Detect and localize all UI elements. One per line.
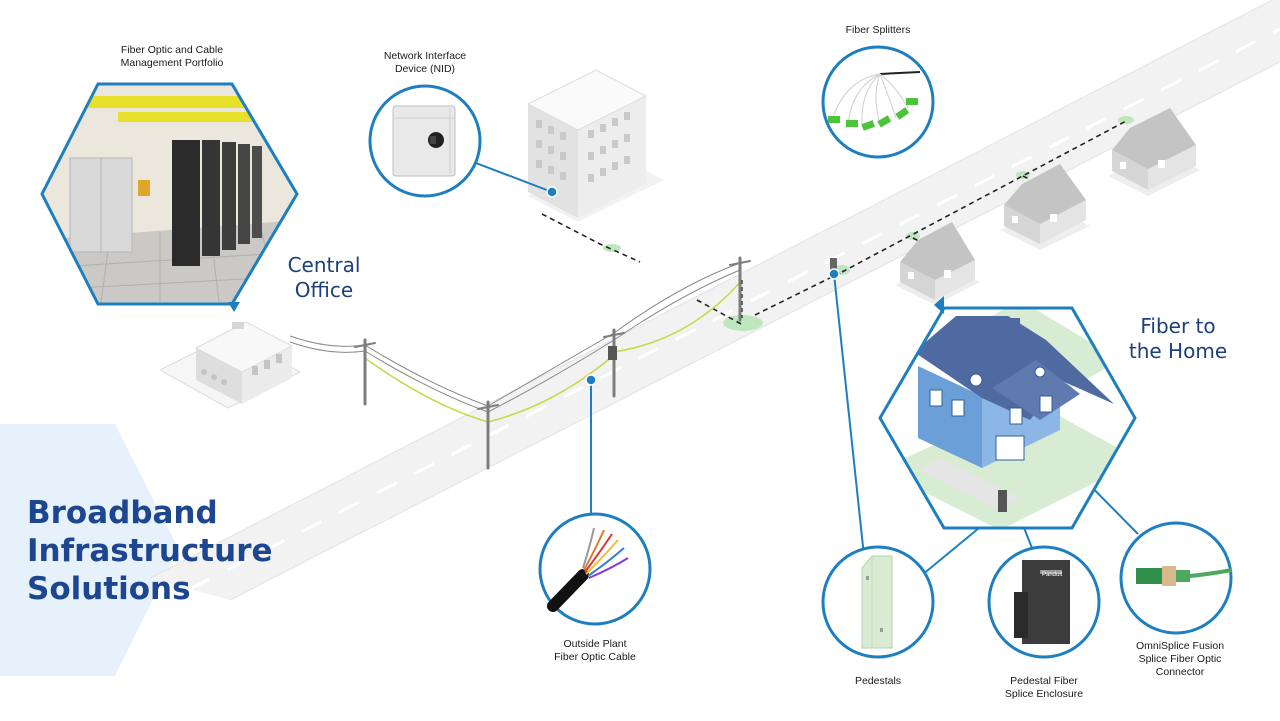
nid-callout (368, 84, 482, 198)
central-office-building (158, 321, 302, 409)
aerial-splice-closure (608, 346, 617, 360)
splitters-label: Fiber Splitters (845, 24, 911, 36)
portfolio-label: Fiber Optic and Cable Management Portfol… (120, 44, 224, 69)
page-title: Broadband Infrastructure Solutions (27, 495, 273, 607)
data-center-hexagon (40, 82, 299, 312)
omnisplice-label: OmniSplice Fusion Splice Fiber Optic Con… (1135, 640, 1225, 678)
pedestal-enclosure-callout (987, 545, 1101, 659)
underground-fiber-route (541, 119, 1129, 326)
fiber-to-home-label: Fiber to the Home (1128, 314, 1228, 363)
pedestals-label: Pedestals (854, 675, 902, 687)
apartment-building (526, 69, 664, 222)
utility-poles (354, 256, 751, 470)
pedestal-enclosure-label: Pedestal Fiber Splice Enclosure (1004, 675, 1084, 700)
osp-cable-label: Outside Plant Fiber Optic Cable (554, 638, 636, 663)
home-hexagon (878, 296, 1137, 530)
panduit-logo: Panduit (1042, 572, 1063, 578)
road (149, 0, 1280, 601)
roadside-pedestal (830, 258, 837, 274)
osp-cable-callout (538, 512, 652, 626)
neighborhood-houses (895, 108, 1200, 305)
pedestals-callout (821, 545, 935, 659)
central-office-label: Central Office (287, 253, 361, 302)
omnisplice-callout (1119, 521, 1233, 635)
title-panel (0, 424, 178, 676)
splitters-callout (821, 45, 935, 159)
nid-label: Network Interface Device (NID) (383, 50, 467, 75)
aerial-cables (289, 262, 743, 423)
